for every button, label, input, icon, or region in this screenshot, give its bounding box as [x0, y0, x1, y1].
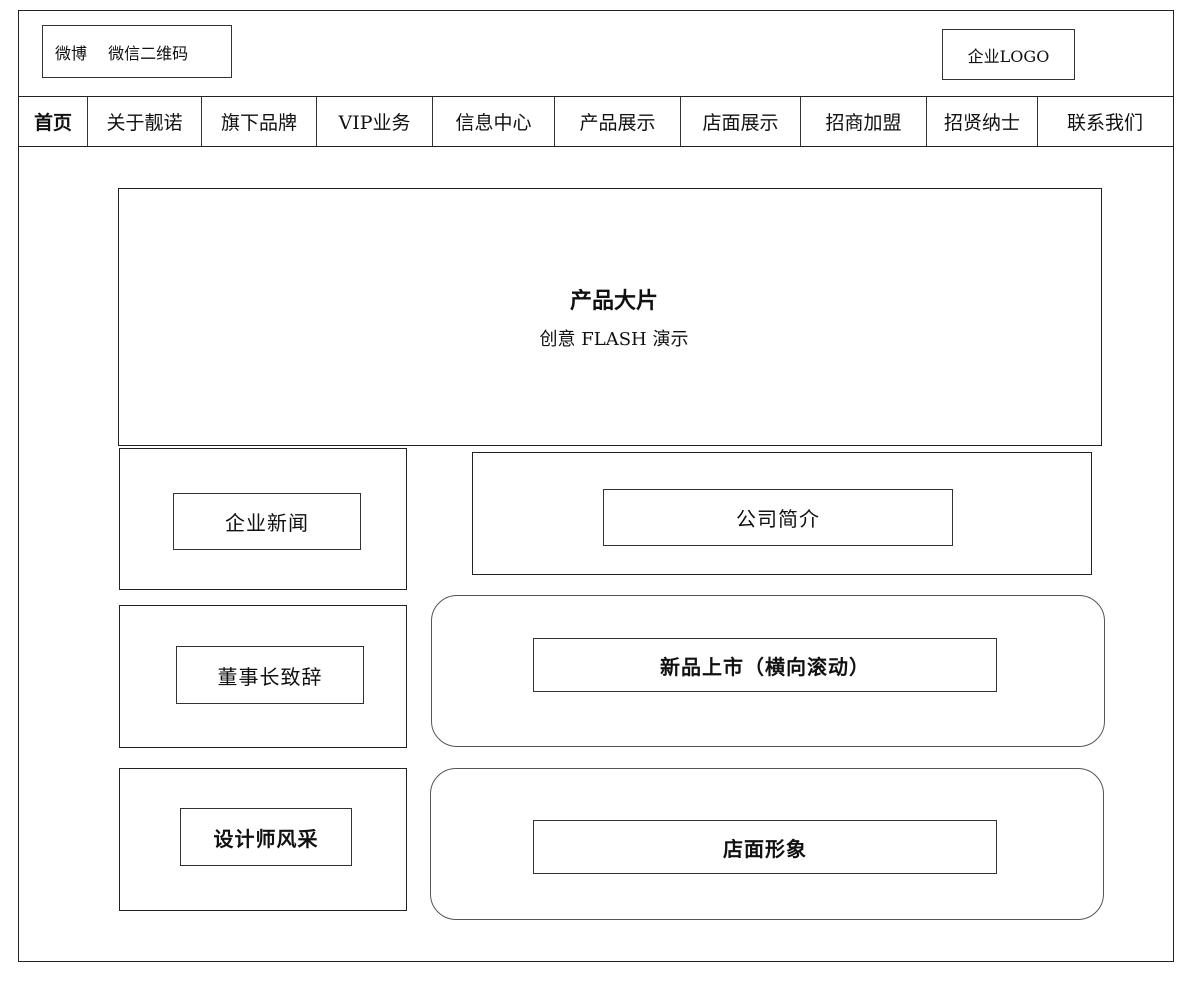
nav-item-label: 信息中心 — [455, 112, 532, 134]
nav-item-label: 产品展示 — [579, 112, 656, 134]
nav-item-careers[interactable]: 招贤纳士 — [927, 97, 1038, 146]
new-products-section — [431, 595, 1105, 747]
nav-item-brands[interactable]: 旗下品牌 — [202, 97, 317, 146]
designers-button[interactable]: 设计师风采 — [180, 808, 352, 866]
nav-item-label: 招商加盟 — [825, 112, 902, 134]
chairman-button[interactable]: 董事长致辞 — [176, 646, 364, 704]
nav-item-home[interactable]: 首页 — [19, 97, 88, 146]
nav-item-label: VIP业务 — [338, 112, 411, 134]
new-products-label: 新品上市（横向滚动） — [660, 654, 870, 679]
nav-item-label: 联系我们 — [1066, 112, 1143, 134]
banner[interactable]: 产品大片 创意 FLASH 演示 — [118, 188, 1102, 446]
about-section — [472, 452, 1092, 575]
store-image-section — [430, 768, 1104, 920]
designers-section — [119, 768, 407, 911]
nav-item-contact[interactable]: 联系我们 — [1038, 97, 1172, 146]
news-button[interactable]: 企业新闻 — [173, 493, 361, 550]
designers-label: 设计师风采 — [213, 826, 319, 851]
banner-title: 产品大片 — [569, 288, 658, 314]
about-label: 公司简介 — [736, 507, 820, 531]
nav-item-label: 首页 — [33, 112, 72, 134]
nav-item-label: 关于靓诺 — [106, 112, 183, 134]
about-button[interactable]: 公司简介 — [603, 489, 953, 546]
chairman-label: 董事长致辞 — [217, 664, 323, 689]
nav-item-label: 旗下品牌 — [220, 112, 297, 134]
nav-item-vip[interactable]: VIP业务 — [317, 97, 433, 146]
store-image-button[interactable]: 店面形象 — [533, 820, 997, 874]
nav-item-label: 店面展示 — [702, 112, 779, 134]
chairman-section — [119, 605, 407, 748]
nav-item-franchise[interactable]: 招商加盟 — [801, 97, 927, 146]
main-nav: 首页 关于靓诺 旗下品牌 VIP业务 信息中心 产品展示 店面展示 招商加盟 招… — [19, 96, 1173, 147]
company-logo-label: 企业LOGO — [967, 46, 1050, 66]
news-label: 企业新闻 — [225, 511, 309, 535]
new-products-button[interactable]: 新品上市（横向滚动） — [533, 638, 997, 692]
nav-item-label: 招贤纳士 — [943, 112, 1020, 134]
social-links-label: 微博 微信二维码 — [55, 43, 189, 63]
nav-item-about[interactable]: 关于靓诺 — [88, 97, 202, 146]
store-image-label: 店面形象 — [723, 836, 807, 861]
nav-item-stores[interactable]: 店面展示 — [681, 97, 801, 146]
nav-item-products[interactable]: 产品展示 — [555, 97, 681, 146]
banner-subtitle: 创意 FLASH 演示 — [539, 329, 689, 350]
news-section — [119, 448, 407, 590]
nav-item-info-center[interactable]: 信息中心 — [433, 97, 555, 146]
page-frame — [18, 10, 1174, 962]
company-logo[interactable]: 企业LOGO — [942, 29, 1075, 80]
social-links-box[interactable]: 微博 微信二维码 — [42, 25, 232, 78]
